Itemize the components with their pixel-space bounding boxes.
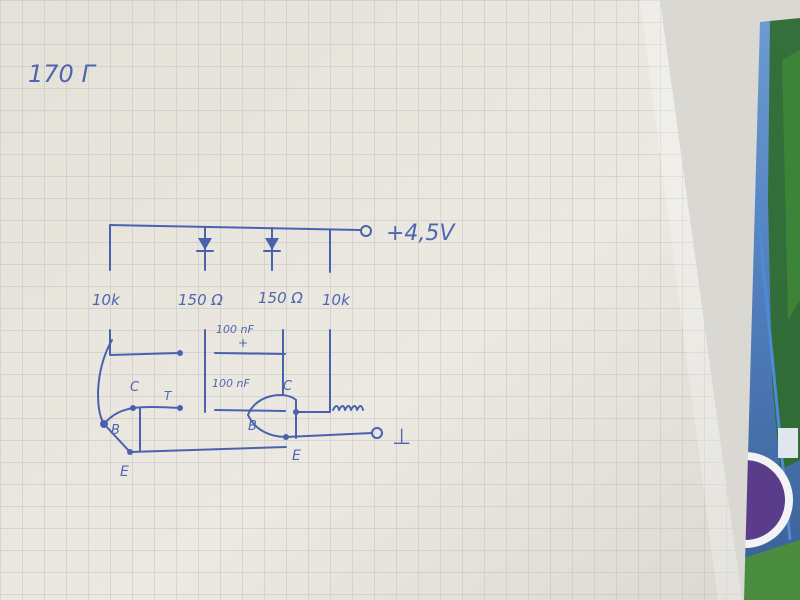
left-emitter-label: E xyxy=(120,464,129,480)
capacitor-polarity: + xyxy=(238,336,248,350)
capacitor-label-1: 100 nF xyxy=(216,323,254,336)
right-base-label: B xyxy=(248,419,257,434)
resistor-label-2: 150 Ω xyxy=(178,291,223,309)
ground-symbol: ⊥ xyxy=(392,425,411,450)
ground-terminal xyxy=(371,427,383,439)
left-base-label: B xyxy=(111,423,120,438)
supply-label: +4,5V xyxy=(386,221,456,246)
diode-right xyxy=(263,227,281,271)
supply-terminal xyxy=(360,225,372,237)
circuit-diagram: +4,5V 10k 150 Ω 150 Ω 10k 100 nF + 100 n… xyxy=(92,221,456,480)
resistor-label-1: 10k xyxy=(92,291,121,309)
scribble-note: 170 Г xyxy=(28,60,96,88)
left-t-label: T xyxy=(164,389,173,403)
right-collector-label: C xyxy=(283,379,293,394)
left-collector-label: C xyxy=(130,380,140,395)
resistor-label-3: 150 Ω xyxy=(258,289,303,307)
right-emitter-label: E xyxy=(292,448,301,464)
diode-left xyxy=(196,227,214,271)
resistor-label-4: 10k xyxy=(322,291,351,309)
transistor-right: C B E xyxy=(247,379,364,464)
capacitor-label-2: 100 nF xyxy=(212,377,250,390)
